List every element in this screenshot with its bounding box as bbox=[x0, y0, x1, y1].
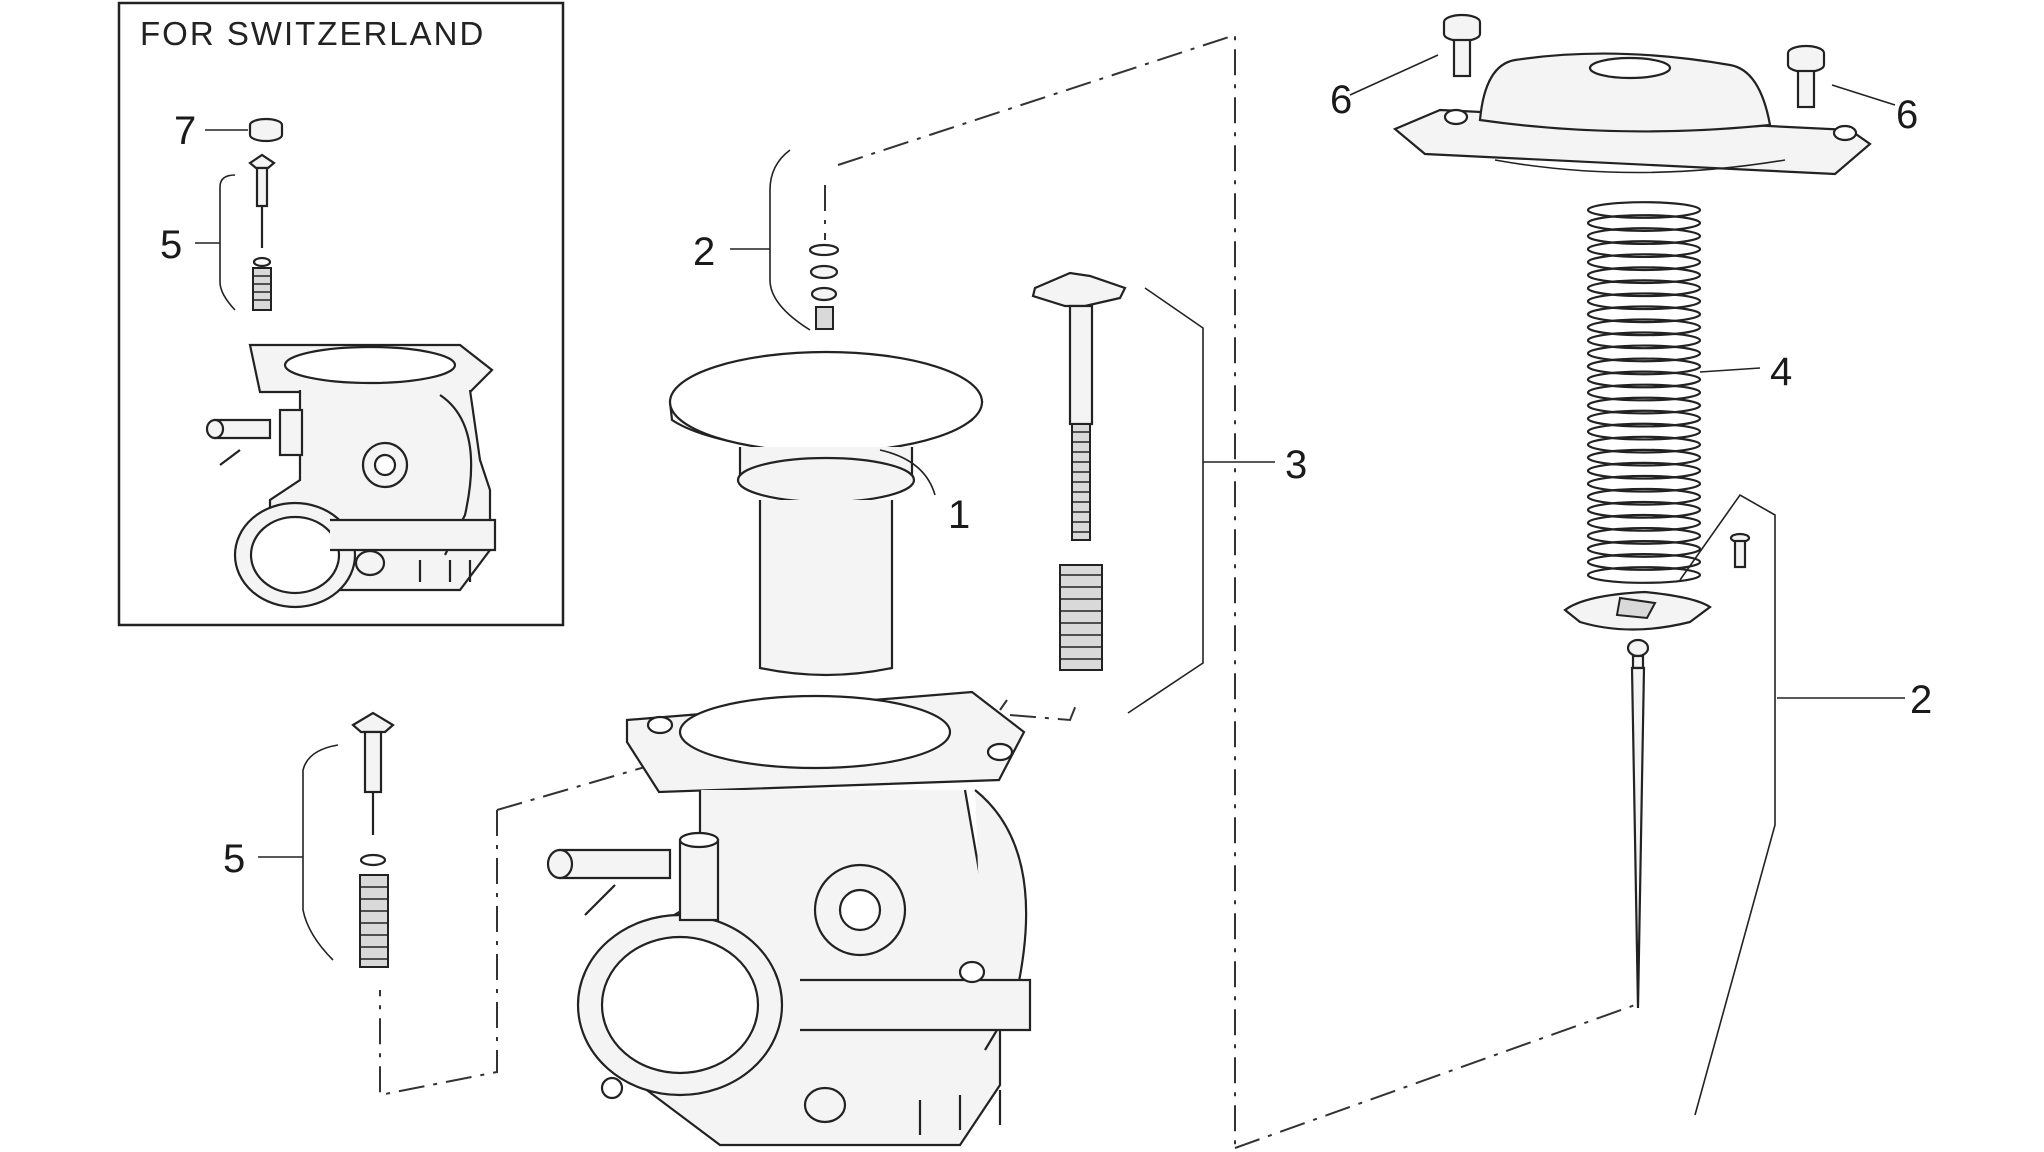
callout-4: 4 bbox=[1770, 350, 1792, 394]
spring-part-4 bbox=[1586, 201, 1761, 584]
callout-2-right: 2 bbox=[1910, 678, 1932, 722]
callout-7: 7 bbox=[174, 109, 196, 153]
switzerland-inset: FOR SWITZERLAND 7 5 bbox=[117, 1, 565, 627]
needle-set-part-2 bbox=[1563, 493, 1905, 1116]
callout-5-inset: 5 bbox=[160, 223, 182, 267]
inset-cap-part-7 bbox=[205, 117, 284, 143]
mixture-screw-part-5 bbox=[258, 711, 395, 968]
jet-stack-part-2 bbox=[730, 149, 840, 331]
callout-5-main: 5 bbox=[223, 837, 245, 881]
main-carburetor-body bbox=[546, 690, 1032, 1147]
assembly-centerlines bbox=[379, 33, 1636, 1149]
inset-title: FOR SWITZERLAND bbox=[140, 15, 485, 52]
diaphragm-slide-part-1 bbox=[668, 350, 984, 677]
idle-screw-part-3 bbox=[1031, 271, 1275, 714]
top-cover-with-screws bbox=[1349, 13, 1896, 176]
callout-3: 3 bbox=[1285, 443, 1307, 487]
callout-6-left: 6 bbox=[1330, 78, 1352, 122]
callout-6-right: 6 bbox=[1896, 93, 1918, 137]
inset-carburetor-body bbox=[205, 343, 497, 609]
callout-2-top: 2 bbox=[693, 230, 715, 274]
inset-screw-part-5 bbox=[195, 153, 276, 311]
callout-1: 1 bbox=[948, 493, 970, 537]
